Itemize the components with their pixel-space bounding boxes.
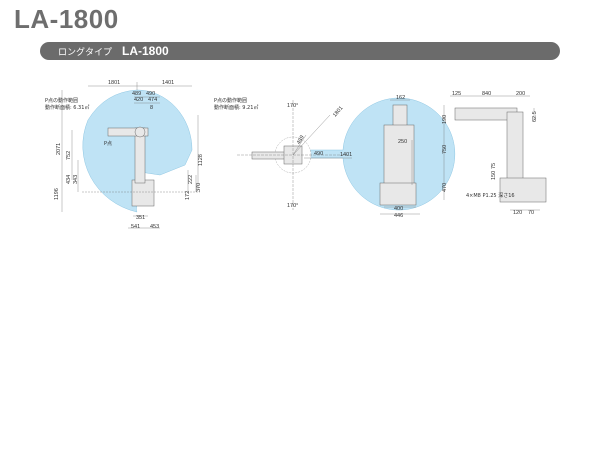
front-robot-body xyxy=(383,124,415,186)
side-robot-base xyxy=(131,179,155,207)
dim-420: 420 xyxy=(134,97,143,103)
model-banner: ロングタイプ LA-1800 xyxy=(40,42,560,60)
dim-62-5: 62.5 xyxy=(532,111,538,122)
top-area-label: 動作断面積: 9.21㎡ xyxy=(214,104,258,111)
front-view-drawing: 162 250 400 446 xyxy=(379,95,420,219)
right-robot-lower-arm xyxy=(506,111,524,183)
dim-453: 453 xyxy=(150,224,159,230)
side-point-label: P点 xyxy=(104,141,112,147)
right-hole-note: 4×M8 P1.25 深さ16 xyxy=(466,192,515,199)
dim-190: 190 xyxy=(442,115,448,124)
dim-470: 470 xyxy=(442,183,448,192)
right-robot-base xyxy=(499,177,547,203)
dim-150: 150 xyxy=(491,171,497,180)
dim-750: 750 xyxy=(442,145,448,154)
side-robot-upper-arm xyxy=(107,127,149,137)
banner-model-label: LA-1800 xyxy=(122,44,169,58)
side-area-label: 動作断面積: 6.31㎡ xyxy=(45,104,89,111)
page-title: LA-1800 xyxy=(14,4,119,34)
dim-162: 162 xyxy=(396,95,405,101)
dim-489: 489 xyxy=(132,91,141,97)
dim-434: 434 xyxy=(66,175,72,184)
top-view-drawing: P点の動作範囲 動作断面積: 9.21㎡ 170° 170° 1801 489 … xyxy=(214,97,456,211)
dim-170-bottom: 170° xyxy=(287,203,298,209)
dim-r490: 490 xyxy=(314,151,323,157)
dim-75: 75 xyxy=(491,163,497,169)
dim-351: 351 xyxy=(136,215,145,221)
dim-1401: 1401 xyxy=(162,80,174,86)
top-range-label: P点の動作範囲 xyxy=(214,97,247,104)
side-view-drawing: P点の動作範囲 動作断面積: 6.31㎡ P点 1801 1401 489 49… xyxy=(45,80,204,230)
dim-370: 370 xyxy=(196,183,202,192)
dim-541: 541 xyxy=(131,224,140,230)
dim-170-top: 170° xyxy=(287,103,298,109)
dim-8: 8 xyxy=(150,105,153,111)
dim-490: 490 xyxy=(146,91,155,97)
side-range-label: P点の動作範囲 xyxy=(45,97,78,104)
dim-840: 840 xyxy=(482,91,491,97)
dim-250: 250 xyxy=(398,139,407,145)
dim-1128: 1128 xyxy=(198,154,204,166)
dim-1196: 1196 xyxy=(54,188,60,200)
dim-120: 120 xyxy=(513,210,522,216)
front-robot-base xyxy=(379,182,417,206)
dim-125: 125 xyxy=(452,91,461,97)
dim-222: 222 xyxy=(188,175,194,184)
side-robot-joint xyxy=(134,126,146,138)
dim-r489: 489 xyxy=(296,135,306,146)
dim-400: 400 xyxy=(394,206,403,212)
right-view-drawing: 125 840 200 190 750 470 62.5 150 75 120 … xyxy=(442,91,547,216)
dim-1801: 1801 xyxy=(108,80,120,86)
dim-172: 172 xyxy=(185,191,191,200)
dim-2071: 2071 xyxy=(56,143,62,155)
dim-r1401: 1401 xyxy=(340,152,352,158)
front-robot-head xyxy=(392,104,408,128)
dim-200: 200 xyxy=(516,91,525,97)
dim-474: 474 xyxy=(148,97,157,103)
dim-446: 446 xyxy=(394,213,403,219)
dim-70: 70 xyxy=(528,210,534,216)
banner-type-label: ロングタイプ xyxy=(58,47,113,58)
top-range-area xyxy=(309,97,456,211)
dim-752: 752 xyxy=(66,151,72,160)
dim-343: 343 xyxy=(73,175,79,184)
dim-r1801: 1801 xyxy=(332,105,344,118)
